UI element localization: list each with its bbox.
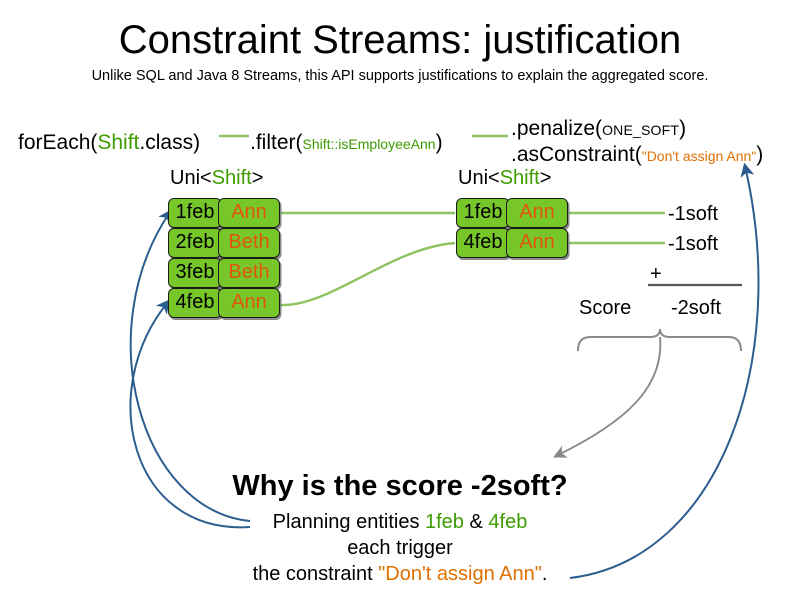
explanation-ampersand: & [463,511,489,533]
shift-date: 1feb [168,198,222,228]
stream-caption-left-prefix: Uni< [170,167,212,189]
question-heading: Why is the score -2soft? [232,470,568,502]
stream-caption-right-type: Shift [499,167,540,189]
page-title: Constraint Streams: justification [118,18,682,62]
code-penalize-arg: ONE_SOFT [602,122,680,138]
stream-caption-right-suffix: > [539,167,552,189]
explanation-entity-a: 1feb [425,511,464,533]
shift-employee: Ann [506,198,568,228]
score-total: -2soft [671,297,722,319]
shift-employee: Beth [218,228,280,258]
code-penalize-call: .penalize( [511,117,603,140]
shift-employee: Ann [218,288,280,318]
impact-connector-lines [569,211,665,245]
brace-to-question-arrow [553,336,662,458]
code-asconstraint-call: .asConstraint( [511,143,642,166]
impact-value-1: -1soft [668,203,719,225]
code-penalize: .penalize(ONE_SOFT) [511,116,686,143]
code-penalize-tail: ) [679,117,687,140]
shift-employee: Ann [506,228,568,258]
score-label: Score [579,297,632,319]
explanation-line-3-post: . [541,563,548,585]
explanation-line-1-pre: Planning entities [272,511,425,533]
shift-date: 2feb [168,228,222,258]
code-asconstraint-tail: ) [756,143,764,166]
code-asconstraint-arg: "Don't assign Ann" [641,148,757,164]
stream-caption-left: Uni<Shift> [170,166,263,190]
stream-caption-right-prefix: Uni< [458,167,500,189]
sum-operator: + [650,263,662,285]
explanation-line-2: each trigger [347,537,453,559]
code-filter-tail: ) [435,131,443,154]
explanation-entity-b: 4feb [488,511,528,533]
code-filter: .filter(Shift::isEmployeeAnn) [250,130,443,157]
code-asconstraint: .asConstraint("Don't assign Ann") [511,142,763,169]
score-brace [577,328,742,352]
shift-date: 1feb [456,198,510,228]
code-foreach-type: Shift [97,131,140,154]
stream-connector-lines [280,211,456,307]
shift-date: 4feb [456,228,510,258]
stream-caption-right: Uni<Shift> [458,166,551,190]
code-foreach-call: forEach( [18,131,98,154]
explanation-line-3-pre: the constraint [252,563,379,585]
explanation-line-3: the constraint "Don't assign Ann". [0,561,800,587]
explanation-constraint-name: "Don't assign Ann" [378,563,542,585]
shift-employee: Ann [218,198,280,228]
code-foreach-tail: .class) [139,131,201,154]
shift-employee: Beth [218,258,280,288]
shift-date: 3feb [168,258,222,288]
page-subtitle: Unlike SQL and Java 8 Streams, this API … [91,68,709,84]
stream-caption-left-type: Shift [211,167,252,189]
impact-value-2: -1soft [668,233,719,255]
explanation-line-1: Planning entities 1feb & 4feb [0,509,800,535]
code-filter-arg: Shift::isEmployeeAnn [302,136,436,152]
shift-date: 4feb [168,288,222,318]
code-filter-call: .filter( [250,131,303,154]
stream-caption-left-suffix: > [251,167,264,189]
code-foreach: forEach(Shift.class) [18,130,200,156]
